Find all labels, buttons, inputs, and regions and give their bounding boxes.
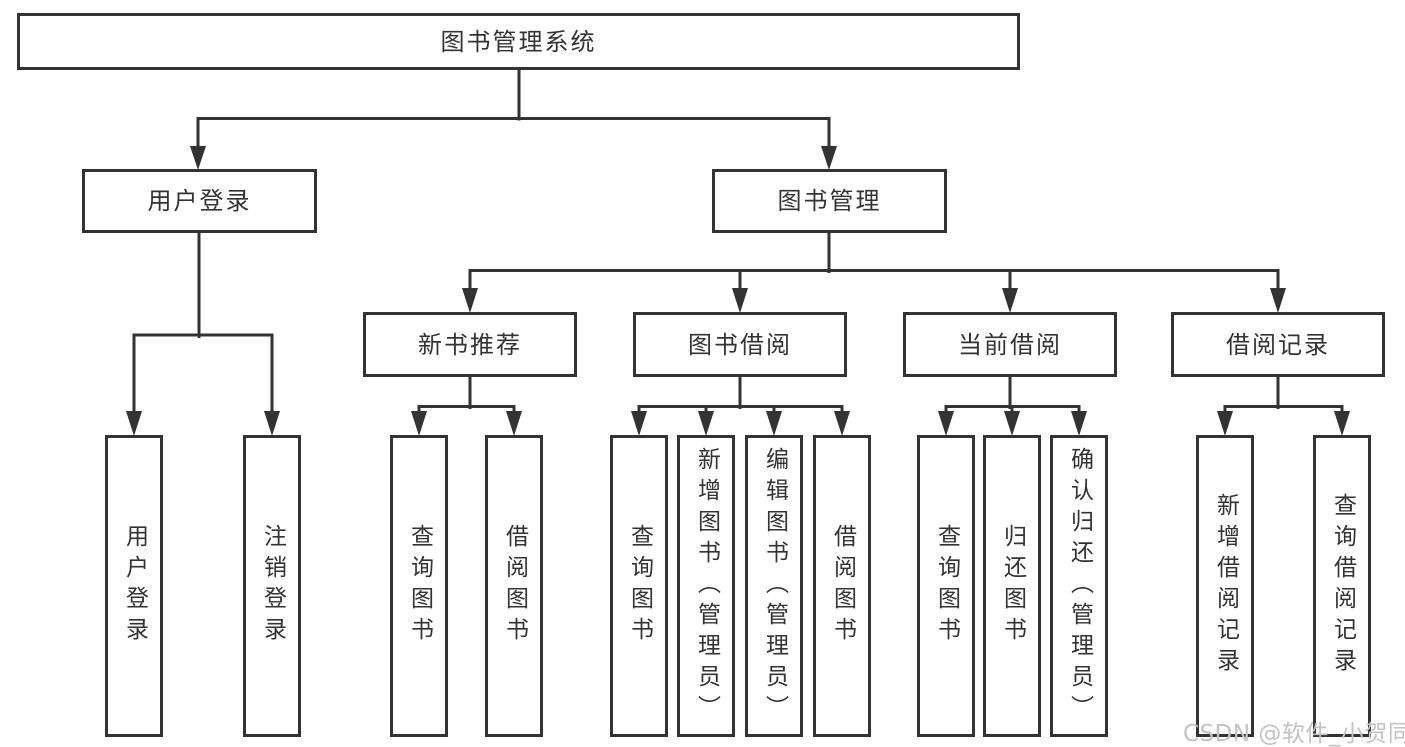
- node-new-book-recommend: 新书推荐: [363, 312, 577, 377]
- node-book-borrowing: 图书借阅: [633, 312, 847, 377]
- leaf-add-borrow-record: 新增借阅记录: [1196, 435, 1254, 737]
- node-borrowing-records: 借阅记录: [1171, 312, 1385, 377]
- leaf-search-books-1: 查询图书: [390, 435, 448, 737]
- arrowheads: [126, 146, 1350, 436]
- connector-path: [132, 68, 1344, 415]
- node-current-borrowing: 当前借阅: [903, 312, 1117, 377]
- leaf-user-login: 用户登录: [105, 435, 163, 737]
- leaf-borrow-books-1: 借阅图书: [485, 435, 543, 737]
- leaf-confirm-return-admin: 确认归还（管理员）: [1050, 435, 1108, 737]
- leaf-edit-books-admin: 编辑图书（管理员）: [745, 435, 803, 737]
- leaf-search-books-2: 查询图书: [610, 435, 668, 737]
- leaf-search-borrow-record: 查询借阅记录: [1313, 435, 1371, 737]
- leaf-return-books: 归还图书: [983, 435, 1041, 737]
- watermark: CSDN @软件_小贺同学: [1183, 721, 1405, 747]
- leaf-borrow-books-2: 借阅图书: [813, 435, 871, 737]
- node-library-management-system: 图书管理系统: [17, 13, 1020, 70]
- node-book-management: 图书管理: [712, 169, 947, 233]
- node-user-login: 用户登录: [82, 169, 317, 233]
- leaf-add-books-admin: 新增图书（管理员）: [677, 435, 735, 737]
- leaf-logout: 注销登录: [243, 435, 301, 737]
- leaf-search-books-3: 查询图书: [917, 435, 975, 737]
